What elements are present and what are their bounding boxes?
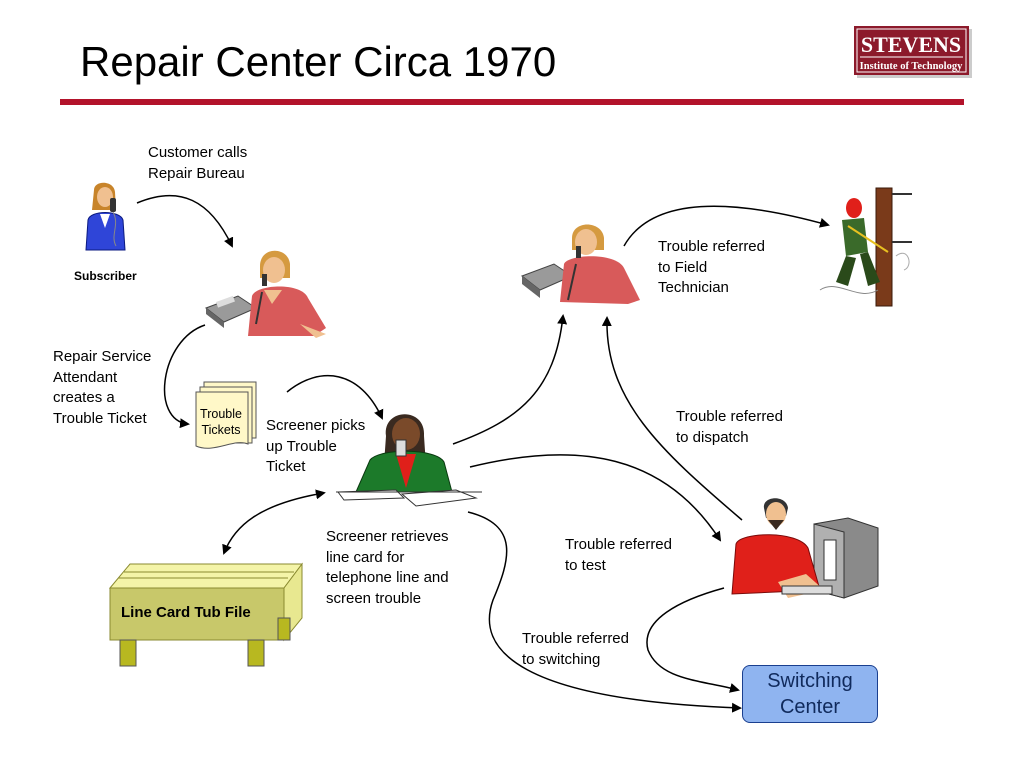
field-technician-icon [819,187,912,307]
svg-text:STEVENS: STEVENS [861,32,961,57]
switching-center-box: Switching Center [742,665,878,723]
svg-text:Institute of Technology: Institute of Technology [860,61,963,72]
arrow-tester-to-dispatch [601,316,743,521]
repair-service-label: Repair Service Attendant creates a Troub… [53,348,152,427]
arrow-screener-to-test [469,454,722,542]
title-divider [60,99,964,105]
referred-dispatch-label: Trouble referred to dispatch [676,408,783,446]
subscriber-icon [85,182,126,251]
tester-icon [731,498,879,599]
screener-icon [336,414,482,507]
page-title: Repair Center Circa 1970 [80,38,557,85]
referred-field-label: Trouble referred to Field Technician [658,238,765,296]
screener-picks-label: Screener picks up Trouble Ticket [266,417,366,475]
arrow-dispatch-to-field [623,205,830,247]
referred-switching-label: Trouble referred to switching [522,630,629,668]
arrow-tester-to-switching [646,587,740,693]
arrow-subscriber-to-attendant [136,194,234,248]
stevens-logo: STEVENS Institute of Technology [854,26,972,78]
arrow-screener-to-dispatch [452,314,568,445]
arrow-attendant-to-tickets [163,324,206,429]
subscriber-label: Subscriber [74,269,137,283]
arrow-tickets-to-screener [286,374,384,420]
attendant-icon [204,250,326,338]
customer-calls-label: Customer calls Repair Bureau [148,144,248,182]
line-card-tub-file [108,562,303,667]
line-card-tub-label: Line Card Tub File [121,604,251,621]
screener-retrieves-label: Screener retrieves line card for telepho… [326,528,449,607]
trouble-tickets-label: Trouble Tickets [200,407,242,437]
trouble-tickets-icon [195,381,257,449]
arrow-screener-to-switching [467,511,742,713]
referred-test-label: Trouble referred to test [565,536,672,574]
arrow-screener-tub [222,489,326,555]
dispatcher-icon [520,224,640,304]
